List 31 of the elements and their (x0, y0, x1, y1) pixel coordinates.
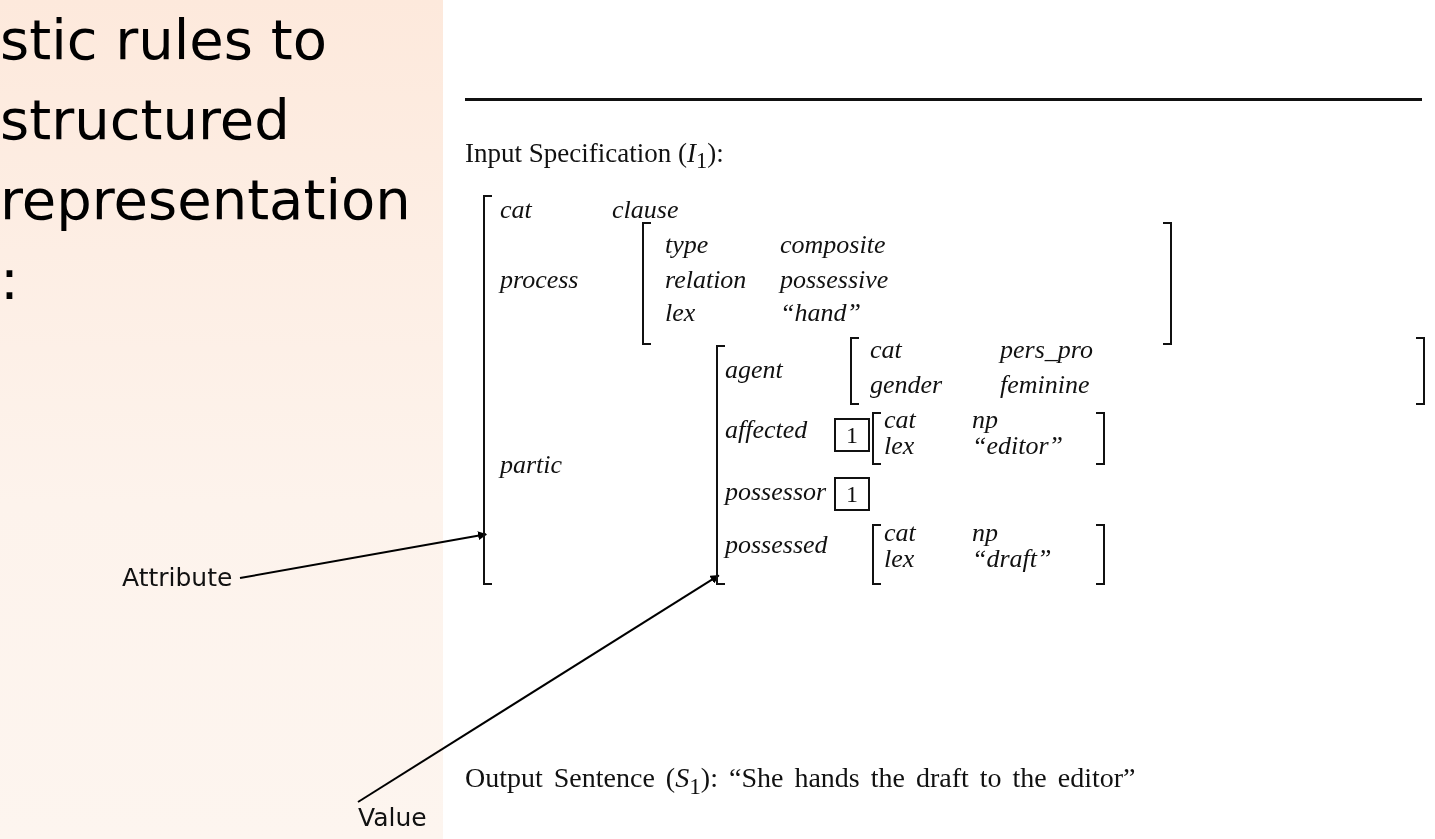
slide-heading: stic rules to structured representation : (0, 6, 412, 314)
leader-line (239, 531, 488, 579)
feature-text: possessed (725, 530, 828, 560)
feature-text: process (500, 265, 579, 295)
feature-text: lex (665, 298, 696, 328)
feature-text: np (972, 405, 998, 435)
feature-text: relation (665, 265, 747, 295)
left-bracket (716, 345, 725, 585)
feature-text: possessor (725, 477, 827, 507)
feature-text: possessive (780, 265, 889, 295)
feature-text: pers_pro (1000, 335, 1093, 365)
feature-text: feminine (1000, 370, 1090, 400)
tag-number: 1 (834, 418, 870, 452)
feature-text: np (972, 518, 998, 548)
feature-text: cat (870, 335, 902, 365)
feature-text: gender (870, 370, 943, 400)
output-sentence: Output Sentence (S$_{1}$): “She hands the draft to the editor” (465, 761, 1137, 801)
left-bracket (483, 195, 492, 585)
feature-text: partic (500, 450, 563, 480)
feature-text: type (665, 230, 709, 260)
feature-text: composite (780, 230, 886, 260)
callout-label: Value (358, 802, 427, 834)
tag-number: 1 (834, 477, 870, 511)
feature-text: clause (612, 195, 679, 225)
feature-text: cat (500, 195, 532, 225)
section-heading: Input Specification (I$_{1}$): (465, 138, 724, 176)
feature-text: agent (725, 355, 783, 385)
feature-text: affected (725, 415, 808, 445)
leader-line (357, 574, 720, 803)
callout-label: Attribute (122, 562, 233, 594)
feature-text: “hand” (780, 298, 861, 328)
